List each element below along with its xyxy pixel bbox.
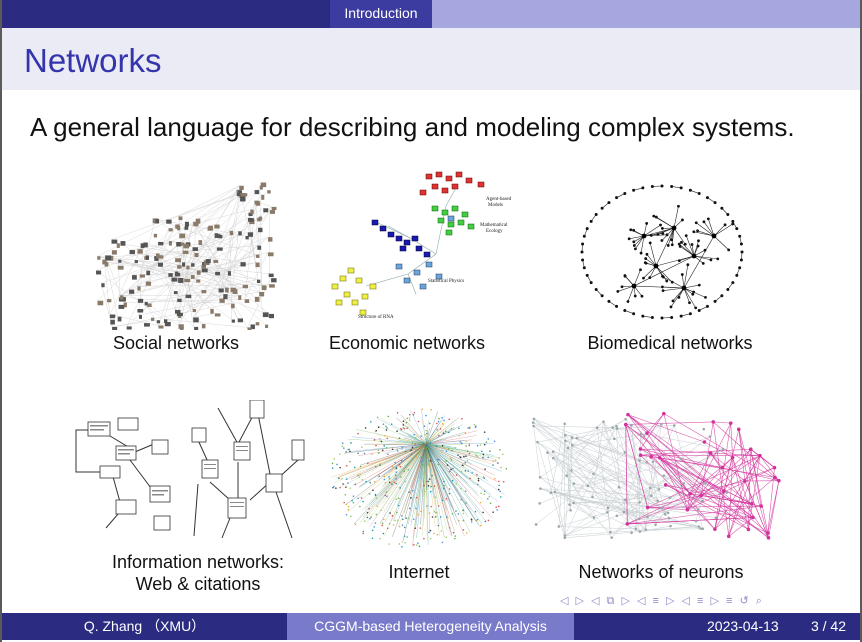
right-border [860, 0, 862, 642]
caption-internet: Internet [388, 562, 450, 582]
information-network-image [70, 400, 310, 540]
header-left-fill [2, 0, 330, 28]
section-tab-introduction[interactable]: Introduction [330, 0, 432, 28]
caption-biomedical-networks: Biomedical networks [587, 333, 753, 353]
left-border [0, 0, 2, 642]
footer-page-number: 3 / 42 [810, 618, 846, 634]
footer-author: Q. Zhang （XMU） [2, 613, 287, 640]
economic-network-image: Agent-based Models Mathematical Ecology … [318, 166, 518, 332]
caption-information-line2: Web & citations [135, 574, 261, 594]
footer-date: 2023-04-13 [707, 618, 779, 634]
svg-text:Structure of RNA: Structure of RNA [358, 315, 394, 320]
beamer-navigation-controls[interactable]: ◁ ▷ ◁ ⧉ ▷ ◁ ≡ ▷ ◁ ≡ ▷ ≡ ↺ ⌕ [560, 595, 764, 607]
internet-network-image [326, 406, 512, 552]
header-right-fill [432, 0, 860, 28]
slide-subtitle: A general language for describing and mo… [30, 112, 795, 142]
title-bar: Networks [2, 28, 860, 90]
header-bar: Introduction [2, 0, 860, 28]
svg-text:Statistical Physics: Statistical Physics [428, 279, 464, 284]
svg-text:Mathematical: Mathematical [480, 223, 508, 228]
svg-text:Ecology: Ecology [486, 229, 503, 234]
social-network-image [86, 176, 278, 330]
svg-text:Agent-based: Agent-based [486, 197, 512, 202]
caption-information-line1: Information networks: [111, 552, 285, 572]
footer-bar: Q. Zhang （XMU） CGGM-based Heterogeneity … [2, 613, 860, 640]
caption-networks-of-neurons: Networks of neurons [578, 562, 744, 582]
caption-economic-networks: Economic networks [328, 333, 486, 353]
caption-social-networks: Social networks [112, 333, 240, 353]
footer-right: 2023-04-13 3 / 42 [574, 613, 860, 640]
biomedical-network-image [574, 176, 750, 326]
svg-text:Models: Models [488, 203, 503, 208]
slide-title: Networks [24, 42, 162, 79]
caption-information-networks: Information networks: Web & citations [100, 551, 296, 595]
neuron-network-image [520, 406, 790, 548]
footer-talk-title: CGGM-based Heterogeneity Analysis [287, 613, 574, 640]
